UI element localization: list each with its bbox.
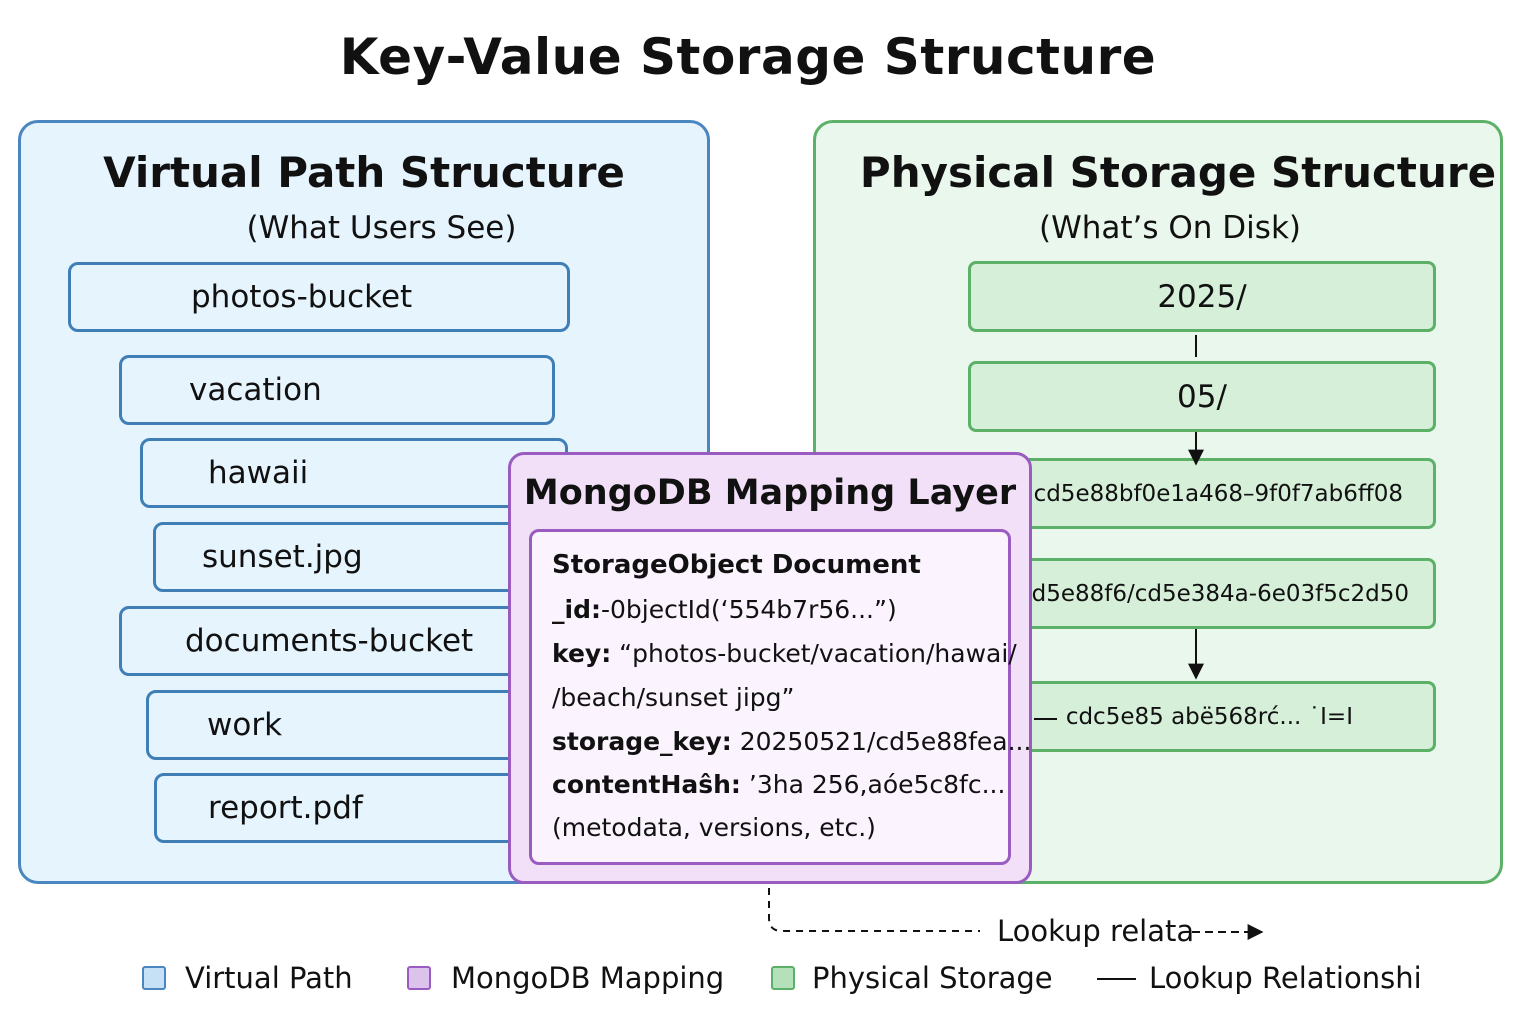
lookup-label: Lookup relata <box>997 914 1195 948</box>
physical-item-month[interactable]: 05/ <box>968 361 1436 432</box>
document-key-field: key: “photos-bucket/vacation/hawai/ <box>552 639 1017 668</box>
physical-item-object-1[interactable]: cd5e88bf0e1a468–9f0f7ab6ff08 <box>968 458 1436 529</box>
virtual-item-photos-bucket[interactable]: photos-bucket <box>68 262 570 332</box>
lookup-dashed-line <box>768 862 980 932</box>
physical-item-object-3[interactable]: cdc5e85 abë568rć... ˙I=I <box>968 681 1436 752</box>
document-content-hash-field: contentHaŝh: ’3ha 256,aóe5c8fc... <box>552 770 1006 799</box>
physical-panel-subtitle: (What’s On Disk) <box>1039 210 1301 246</box>
document-footer: (metodata, versions, etc.) <box>552 813 876 842</box>
mongodb-mapping-layer: MongoDB Mapping Layer StorageObject Docu… <box>508 452 1032 884</box>
legend-mapping-swatch <box>407 966 431 990</box>
legend-physical-label: Physical Storage <box>812 961 1053 995</box>
document-storage-key-field: storage_key: 20250521/cd5e88fea... <box>552 727 1032 756</box>
virtual-item-hawaii[interactable]: hawaii <box>140 438 568 508</box>
virtual-item-report-pdf[interactable]: report.pdf <box>154 773 570 843</box>
document-title: StorageObject Document <box>552 550 921 580</box>
virtual-item-vacation[interactable]: vacation <box>119 355 555 425</box>
virtual-item-work[interactable]: work <box>146 690 570 760</box>
virtual-panel-title: Virtual Path Structure <box>103 148 625 197</box>
legend-physical-swatch <box>771 966 795 990</box>
document-id-field: _id:-0bjectId(‘554b7r56...”) <box>552 595 897 624</box>
virtual-item-documents-bucket[interactable]: documents-bucket <box>119 606 571 676</box>
physical-item-year[interactable]: 2025/ <box>968 261 1436 332</box>
legend-lookup-label: Lookup Relationshi <box>1149 961 1422 995</box>
mapping-layer-title: MongoDB Mapping Layer <box>523 473 1017 513</box>
legend-mapping-label: MongoDB Mapping <box>451 961 725 995</box>
virtual-panel-subtitle: (What Users See) <box>246 210 517 246</box>
legend-virtual-label: Virtual Path <box>185 961 353 995</box>
physical-item-object-2[interactable]: cd5e88f6/cd5e384a-6e03f5c2d50 <box>968 558 1436 629</box>
document-key-field-cont: /beach/sunset jipg” <box>552 683 795 712</box>
diagram-title: Key-Value Storage Structure <box>339 28 1157 86</box>
physical-panel-title: Physical Storage Structure <box>859 148 1497 197</box>
legend-virtual-swatch <box>142 966 166 990</box>
storage-object-document: StorageObject Document _id:-0bjectId(‘55… <box>529 529 1031 865</box>
